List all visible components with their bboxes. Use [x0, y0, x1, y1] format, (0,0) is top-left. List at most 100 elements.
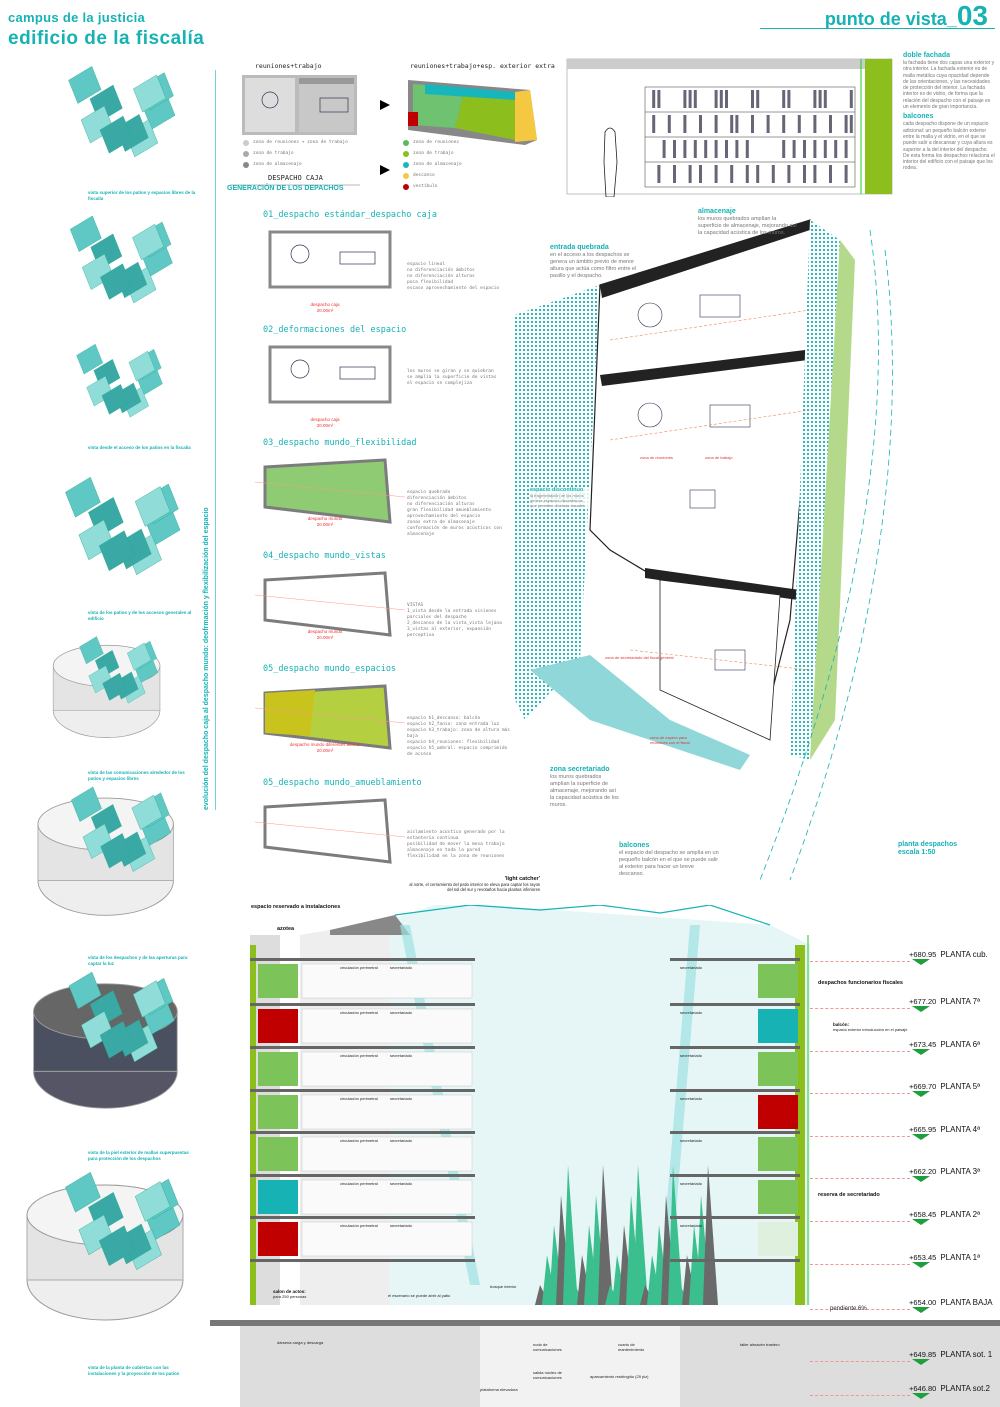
- view-caption: vista desde el acceso de los patios en l…: [88, 445, 191, 450]
- room-label: zona de reuniones: [640, 455, 673, 460]
- book: [657, 90, 661, 108]
- basement-label: plataforma elevadora: [480, 1387, 518, 1392]
- balcony-note: balcón:espacio exterior introducción en …: [833, 1022, 908, 1032]
- floor-slab: [250, 1259, 475, 1262]
- 3d-view-image: [76, 343, 163, 418]
- basement-label: salida núcleo de comunicaciones: [533, 1370, 562, 1380]
- book: [797, 115, 801, 133]
- book: [829, 115, 832, 133]
- office-room: [258, 1095, 298, 1129]
- level-line: [810, 1395, 910, 1396]
- interior-elevation: [566, 58, 893, 197]
- swatch: [403, 150, 409, 157]
- legend-item: zona de trabajo: [403, 148, 462, 159]
- book: [652, 115, 656, 133]
- annotation-title: almacenaje: [698, 208, 736, 215]
- level-line: [810, 961, 910, 962]
- book: [735, 115, 739, 133]
- level-name: PLANTA 6ª: [940, 1040, 981, 1049]
- annotation-title: zona secretariado: [550, 766, 610, 773]
- floor-slab: [670, 958, 800, 961]
- book: [714, 90, 718, 108]
- view-caption: vista de la planta de cubiertas con las …: [88, 1365, 180, 1376]
- office-room: [258, 1222, 298, 1256]
- bullet-item: gran flexibilidad amueblamiento: [407, 508, 491, 513]
- forest-label: bosque interior: [490, 1284, 517, 1289]
- book: [756, 165, 760, 183]
- view-caption: vista de los despachos y de las apertura…: [88, 955, 188, 966]
- page-title: edificio de la fiscalía: [8, 28, 205, 49]
- bullet-item: espacio h5_umbral: espacio comprimido de…: [407, 746, 508, 757]
- secretary-label: secretariado: [680, 1223, 703, 1228]
- floor-slab: [250, 1089, 475, 1092]
- legend-label: descanso: [413, 173, 435, 178]
- step-bullets: aislamiento acústico generado por la est…: [407, 830, 512, 860]
- corridor: [301, 1221, 473, 1257]
- step-area: 20.00m²: [316, 635, 334, 640]
- level-triangle-icon: [912, 1359, 930, 1365]
- book: [693, 90, 697, 108]
- floor-slab: [670, 1174, 800, 1177]
- note-title: salon de actos:: [273, 1289, 306, 1294]
- annotation-title: balcones: [619, 842, 650, 849]
- view-caption: vista superior de los patios y espacios …: [88, 190, 196, 201]
- floor-slab: [250, 1174, 475, 1177]
- level-elevation: +673.45: [909, 1040, 937, 1049]
- bullet-item: espacio lineal: [407, 262, 445, 267]
- level-elevation: +662.20: [909, 1167, 937, 1176]
- bullet-item: almacenaje en toda la pared: [407, 848, 481, 853]
- 3d-views-column: vista superior de los patios y espacios …: [0, 55, 210, 1395]
- bullet-item: no diferenciación ámbitos: [407, 268, 475, 273]
- floor-slab: [670, 1259, 800, 1262]
- generation-title: GENERACIÓN DE LOS DEPACHOS: [227, 185, 344, 192]
- office-room: [258, 1137, 298, 1171]
- level-line: [810, 1093, 910, 1094]
- view-caption: vista de la piel exterior de mallas supe…: [88, 1150, 189, 1161]
- step-title: 05_despacho mundo_amueblamiento: [263, 778, 422, 788]
- office-room: [258, 1180, 298, 1214]
- level-triangle-icon: [912, 1134, 930, 1140]
- book: [725, 140, 728, 158]
- book: [787, 90, 791, 108]
- book: [719, 90, 723, 108]
- bullet-item: espacio h4_reuniones: flexibilidad: [407, 740, 500, 745]
- 3d-view-image: [26, 1171, 184, 1321]
- secretary-label: secretariado: [390, 1010, 413, 1015]
- secretary-label: secretariado: [680, 1181, 703, 1186]
- legend-item: zona de almacenaje: [403, 159, 462, 170]
- annotation-body: los muros quebrados amplían la superfici…: [698, 216, 797, 236]
- book: [844, 165, 848, 183]
- corridor: [301, 1094, 473, 1130]
- corridor: [301, 1179, 473, 1215]
- step-diagram: [268, 230, 392, 289]
- book: [792, 140, 796, 158]
- bullet-item: espacio h1_descanso: balcón: [407, 716, 481, 721]
- basement-label: dársena carga y descarga: [277, 1340, 324, 1345]
- offices-label: despachos funcionarios fiscales: [818, 980, 903, 986]
- vertical-title: evolución del despacho caja al despacho …: [203, 507, 210, 810]
- legend-item: zona de trabajo: [243, 148, 348, 159]
- level-name: PLANTA sot. 1: [940, 1350, 993, 1359]
- book: [725, 90, 728, 108]
- step-area: 20.00m²: [316, 522, 334, 527]
- bullet-item: aprovechamiento del espacio: [407, 514, 481, 519]
- corridor-label: circulación perimetral: [340, 965, 378, 970]
- side-text: doble fachada la fachada tiene dos capas…: [903, 52, 995, 172]
- office-room: [758, 964, 798, 998]
- bullet-item: los muros se giran y se quiebran: [407, 369, 494, 374]
- subtitle: campus de la justicia: [8, 10, 146, 25]
- book: [813, 90, 817, 108]
- level-elevation: +646.80: [909, 1384, 937, 1393]
- 3d-view-image: [65, 476, 181, 576]
- corridor: [301, 1051, 473, 1087]
- bullet-item: espacio h3_trabajo: zona de altura más b…: [407, 728, 510, 739]
- secretary-label: secretariado: [680, 1010, 703, 1015]
